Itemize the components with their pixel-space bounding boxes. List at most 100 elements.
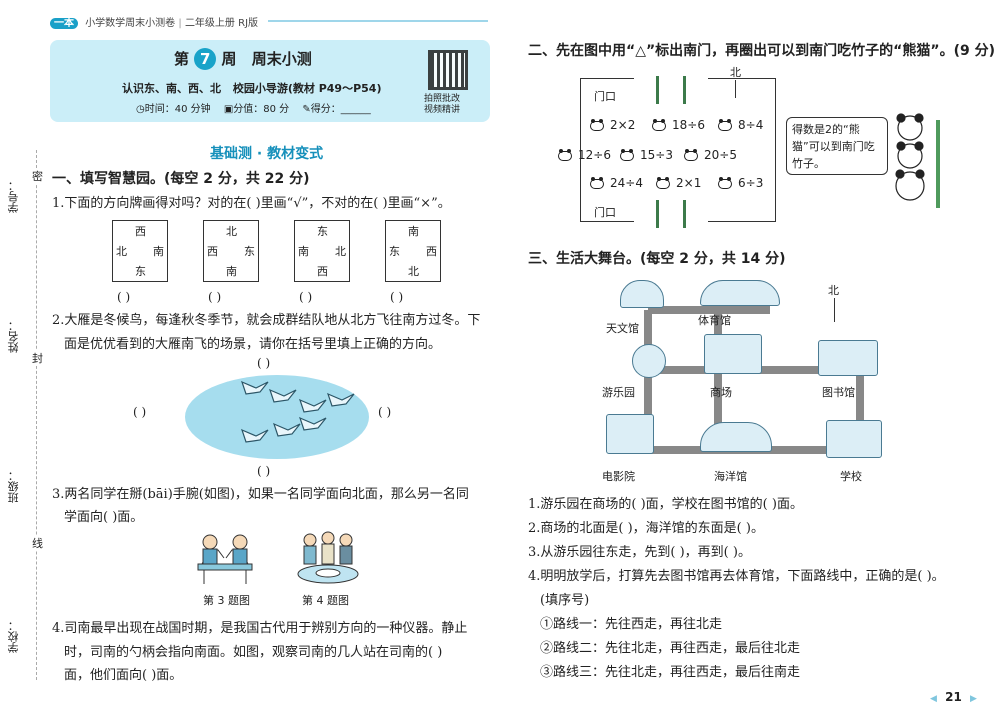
part1-q3-line2: 学面向( )面。 [64, 510, 144, 525]
panda-cell[interactable]: 8÷4 [718, 118, 763, 132]
panda-cell[interactable]: 2×2 [590, 118, 635, 132]
stadium-label: 体育馆 [698, 314, 731, 327]
score-icon: ▣ [223, 104, 234, 115]
geese-paren-top[interactable]: ( ) [257, 356, 271, 370]
header-rule [268, 20, 488, 22]
answer-paren-1[interactable]: ( ) [117, 290, 131, 304]
part1-q2-line2: 面是优优看到的大雁南飞的场景，请你在括号里填上正确的方向。 [64, 337, 442, 352]
school-building [826, 420, 882, 458]
panda-icon [590, 118, 604, 131]
name-label: 姓名： [7, 320, 20, 353]
panda-icon [620, 148, 634, 161]
part3-q4-note: (填序号) [540, 593, 590, 608]
school-label: 学校： [7, 620, 20, 653]
next-arrow-icon: ▶ [970, 694, 977, 704]
panda-icon [684, 148, 698, 161]
banner-title: 第 7 周 周末小测 [174, 48, 312, 70]
bamboo-icon-top [656, 76, 686, 104]
zoo-map: 门口 门口 北 2×2 18÷6 8÷4 12÷6 15÷3 20÷5 24÷4… [558, 64, 780, 236]
qr-code-icon[interactable] [428, 50, 468, 90]
binding-line [36, 150, 37, 680]
route-option-3: ③路线三：先往北走，再往西走，最后往南走 [540, 665, 801, 680]
panda-icon [656, 176, 670, 189]
panda-cell[interactable]: 20÷5 [684, 148, 737, 162]
direction-sign-4: 南 东 西 北 [385, 220, 441, 282]
stadium-building [700, 280, 780, 306]
geese-illustration [182, 372, 372, 462]
banner-meta: ◷时间：40 分钟 ▣分值：80 分 ✎得分：______ [136, 104, 371, 115]
answer-paren-4[interactable]: ( ) [390, 290, 404, 304]
part3-q3: 3.从游乐园往东走，先到( )，再到( )。 [528, 545, 751, 560]
part3-q1: 1.游乐园在商场的( )面，学校在图书馆的( )面。 [528, 497, 803, 512]
mall-building [704, 334, 762, 374]
cinema-label: 电影院 [602, 470, 635, 483]
binding-margin: 学号： 姓名： 班级： 学校： 密 封 线 [0, 140, 43, 700]
direction-sign-3: 东 南 北 西 [294, 220, 350, 282]
panda-cell[interactable]: 15÷3 [620, 148, 673, 162]
part1-q1: 1.下面的方向牌画得对吗？对的在( )里画“√”，不对的在( )里画“×”。 [52, 196, 451, 211]
panda-icon [652, 118, 666, 131]
panda-icon [718, 118, 732, 131]
geese-paren-right[interactable]: ( ) [378, 405, 392, 419]
mall-label: 商场 [710, 386, 732, 399]
fig3-caption: 第 3 题图 [203, 594, 250, 607]
map-north-arrow-icon [834, 298, 835, 322]
panda-cell[interactable]: 18÷6 [652, 118, 705, 132]
aquarium-building [700, 422, 772, 452]
part1-q3-line1: 3.两名同学在掰(bāi)手腕(如图)，如果一名同学面向北面，那么另一名同 [52, 487, 469, 502]
panda-cell[interactable]: 24÷4 [590, 176, 643, 190]
route-option-2: ②路线二：先往北走，再往西走，最后往北走 [540, 641, 801, 656]
pencil-icon: ✎ [302, 104, 311, 115]
header-title: 小学数学周末小测卷 [85, 18, 176, 29]
amusement-building [632, 344, 666, 378]
class-label: 班级： [7, 470, 20, 503]
route-option-1: ①路线一：先往西走，再往北走 [540, 617, 723, 632]
student-id-label: 学号： [7, 180, 20, 213]
direction-sign-2: 北 西 东 南 [203, 220, 259, 282]
section-heading: 基础测 · 教材变式 [210, 146, 324, 162]
brand-logo: 一本 [50, 18, 78, 29]
answer-paren-3[interactable]: ( ) [299, 290, 313, 304]
town-map: 天文馆 体育馆 游乐园 商场 图书馆 电影院 海洋馆 学校 北 [600, 270, 890, 490]
north-arrow-icon [735, 80, 736, 98]
fig4-caption: 第 4 题图 [302, 594, 349, 607]
library-building [818, 340, 878, 376]
gate-top-label: 门口 [594, 90, 616, 103]
part3-q2: 2.商场的北面是( )，海洋馆的东面是( )。 [528, 521, 764, 536]
cinema-building [606, 414, 654, 454]
part3-q4: 4.明明放学后，打算先去图书馆再去体育馆，下面路线中，正确的是( )。 [528, 569, 945, 584]
week-banner: 第 7 周 周末小测 认识东、南、西、北 校园小导游(教材 P49～P54) ◷… [50, 40, 490, 122]
prev-arrow-icon: ◀ [930, 694, 937, 704]
seal-mark-feng: 封 [32, 350, 43, 366]
seal-mark-xian: 线 [32, 535, 43, 551]
arm-wrestling-illustration [192, 530, 258, 585]
panda-icon [718, 176, 732, 189]
panda-cell[interactable]: 12÷6 [558, 148, 611, 162]
speech-bubble: 得数是2的“熊猫”可以到南门吃竹子。 [786, 117, 888, 175]
banner-topics: 认识东、南、西、北 校园小导游(教材 P49～P54) [122, 82, 382, 95]
panda-icon [590, 176, 604, 189]
part1-q4-line3: 面，他们面向( )面。 [64, 668, 183, 683]
part1-title: 一、填写智慧园。(每空 2 分，共 22 分) [52, 171, 310, 187]
aquarium-label: 海洋馆 [714, 470, 747, 483]
part1-q4-line1: 4.司南最早出现在战国时期，是我国古代用于辨别方向的一种仪器。静止 [52, 621, 468, 636]
bamboo-icon-bottom [656, 200, 686, 228]
compass-illustration [294, 528, 362, 586]
week-number-badge: 7 [194, 48, 217, 70]
panda-icon [558, 148, 572, 161]
clock-icon: ◷ [136, 104, 145, 115]
page-number: ◀ 21 ▶ [930, 690, 977, 704]
panda-mascot-icon [890, 110, 950, 210]
part3-title: 三、生活大舞台。(每空 2 分，共 14 分) [528, 251, 786, 267]
panda-cell[interactable]: 2×1 [656, 176, 701, 190]
school-label-map: 学校 [840, 470, 862, 483]
panda-cell[interactable]: 6÷3 [718, 176, 763, 190]
geese-paren-bottom[interactable]: ( ) [257, 464, 271, 478]
direction-sign-1: 西 北 南 东 [112, 220, 168, 282]
seal-mark-mi: 密 [32, 168, 43, 184]
answer-paren-2[interactable]: ( ) [208, 290, 222, 304]
geese-paren-left[interactable]: ( ) [133, 405, 147, 419]
header-bar: 一本 小学数学周末小测卷 | 二年级上册 RJ版 [50, 14, 260, 30]
library-label: 图书馆 [822, 386, 855, 399]
observatory-building [620, 280, 664, 308]
